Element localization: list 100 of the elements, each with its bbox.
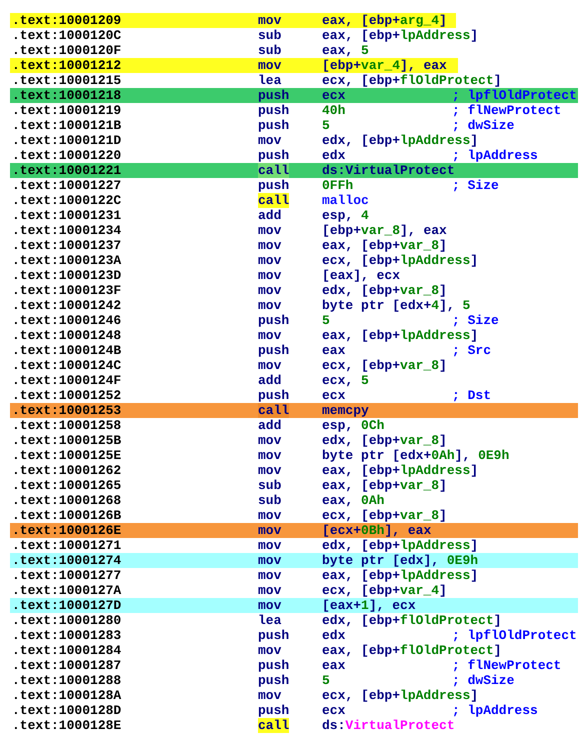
address-text: .text:10001212 xyxy=(12,58,122,73)
operand-text: byte ptr [edx+4], 5 xyxy=(322,298,470,313)
address-text: .text:10001231 xyxy=(12,208,122,223)
operand-text: [ebp+var_8], eax xyxy=(322,223,447,238)
operand-text: edx, [ebp+var_8] xyxy=(322,283,447,298)
mnemonic-text: mov xyxy=(258,358,282,373)
mnemonic-text: call xyxy=(258,163,290,178)
address-text: .text:10001252 xyxy=(12,388,122,403)
mnemonic-text: push xyxy=(258,103,290,118)
highlighted-row xyxy=(10,598,578,613)
operand-text: ecx, 5 xyxy=(322,373,369,388)
operand-text: byte ptr [edx], 0E9h xyxy=(322,553,478,568)
mnemonic-text: mov xyxy=(258,238,282,253)
operand-text: ecx, [ebp+var_8] xyxy=(322,358,447,373)
address-text: .text:1000120C xyxy=(12,28,122,43)
address-text: .text:10001280 xyxy=(12,613,122,628)
operand-text: eax, 0Ah xyxy=(322,493,384,508)
comment-text: ; lpflOldProtect xyxy=(452,628,577,643)
address-text: .text:1000125E xyxy=(12,448,122,463)
mnemonic-text: mov xyxy=(258,688,282,703)
comment-text: ; lpAddress xyxy=(452,148,538,163)
operand-text: eax, [ebp+arg_4] xyxy=(322,13,447,28)
address-text: .text:10001219 xyxy=(12,103,122,118)
operand-text: esp, 0Ch xyxy=(322,418,384,433)
highlighted-row xyxy=(10,523,578,538)
mnemonic-text: mov xyxy=(258,448,282,463)
address-text: .text:10001287 xyxy=(12,658,122,673)
highlighted-row xyxy=(10,163,578,178)
address-text: .text:10001262 xyxy=(12,463,122,478)
address-text: .text:10001221 xyxy=(12,163,122,178)
operand-text: ecx, [ebp+flOldProtect] xyxy=(322,73,502,88)
address-text: .text:1000127D xyxy=(12,598,122,613)
address-text: .text:10001271 xyxy=(12,538,122,553)
mnemonic-text: push xyxy=(258,118,290,133)
mnemonic-text: push xyxy=(258,628,290,643)
mnemonic-text: sub xyxy=(258,493,282,508)
mnemonic-text: call xyxy=(258,193,290,208)
mnemonic-text: add xyxy=(258,208,282,223)
operand-text: memcpy xyxy=(322,403,369,418)
mnemonic-text: push xyxy=(258,313,290,328)
operand-text: ds:VirtualProtect xyxy=(322,163,455,178)
operand-text: ecx, [ebp+var_4] xyxy=(322,583,447,598)
operand-text: eax, [ebp+var_8] xyxy=(322,478,447,493)
operand-text: ecx, [ebp+var_8] xyxy=(322,508,447,523)
operand-text: ecx xyxy=(322,388,346,403)
mnemonic-text: mov xyxy=(258,538,282,553)
operand-text: 5 xyxy=(322,313,330,328)
operand-text: ecx xyxy=(322,88,346,103)
mnemonic-text: mov xyxy=(258,13,282,28)
address-text: .text:1000128D xyxy=(12,703,122,718)
comment-text: ; lpAddress xyxy=(452,703,538,718)
operand-text: eax, [ebp+lpAddress] xyxy=(322,328,478,343)
mnemonic-text: mov xyxy=(258,523,282,538)
comment-text: ; Size xyxy=(452,178,499,193)
address-text: .text:1000121D xyxy=(12,133,122,148)
operand-text: edx, [ebp+lpAddress] xyxy=(322,538,478,553)
address-text: .text:10001274 xyxy=(12,553,122,568)
highlighted-row xyxy=(10,403,578,418)
address-text: .text:10001288 xyxy=(12,673,122,688)
mnemonic-text: push xyxy=(258,148,290,163)
mnemonic-text: mov xyxy=(258,223,282,238)
mnemonic-text: push xyxy=(258,343,290,358)
address-text: .text:1000124F xyxy=(12,373,122,388)
operand-text: eax, [ebp+var_8] xyxy=(322,238,447,253)
mnemonic-text: mov xyxy=(258,553,282,568)
comment-text: ; flNewProtect xyxy=(452,103,562,118)
address-text: .text:1000125B xyxy=(12,433,122,448)
mnemonic-text: add xyxy=(258,373,282,388)
operand-text: edx, [ebp+lpAddress] xyxy=(322,133,478,148)
mnemonic-text: add xyxy=(258,418,282,433)
address-text: .text:10001220 xyxy=(12,148,122,163)
mnemonic-text: mov xyxy=(258,463,282,478)
operand-text: ds:VirtualProtect xyxy=(322,718,455,733)
mnemonic-text: mov xyxy=(258,283,282,298)
operand-text: edx, [ebp+flOldProtect] xyxy=(322,613,502,628)
operand-text: eax, [ebp+lpAddress] xyxy=(322,463,478,478)
address-text: .text:10001248 xyxy=(12,328,122,343)
address-text: .text:1000124B xyxy=(12,343,122,358)
address-text: .text:1000121B xyxy=(12,118,122,133)
highlighted-row xyxy=(10,13,456,28)
mnemonic-text: push xyxy=(258,673,290,688)
mnemonic-text: push xyxy=(258,178,290,193)
operand-text: 5 xyxy=(322,118,330,133)
address-text: .text:1000123F xyxy=(12,283,122,298)
operand-text: 40h xyxy=(322,103,346,118)
operand-text: byte ptr [edx+0Ah], 0E9h xyxy=(322,448,510,463)
mnemonic-text: sub xyxy=(258,478,282,493)
mnemonic-text: mov xyxy=(258,598,282,613)
address-text: .text:10001242 xyxy=(12,298,122,313)
address-text: .text:1000127A xyxy=(12,583,122,598)
operand-text: edx xyxy=(322,628,346,643)
operand-text: 0FFh xyxy=(322,178,354,193)
mnemonic-text: push xyxy=(258,388,290,403)
comment-text: ; Dst xyxy=(452,388,492,403)
mnemonic-text: mov xyxy=(258,508,282,523)
address-text: .text:1000123D xyxy=(12,268,122,283)
address-text: .text:1000124C xyxy=(12,358,122,373)
address-text: .text:1000120F xyxy=(12,43,122,58)
operand-text: eax, 5 xyxy=(322,43,369,58)
mnemonic-text: lea xyxy=(258,73,282,88)
